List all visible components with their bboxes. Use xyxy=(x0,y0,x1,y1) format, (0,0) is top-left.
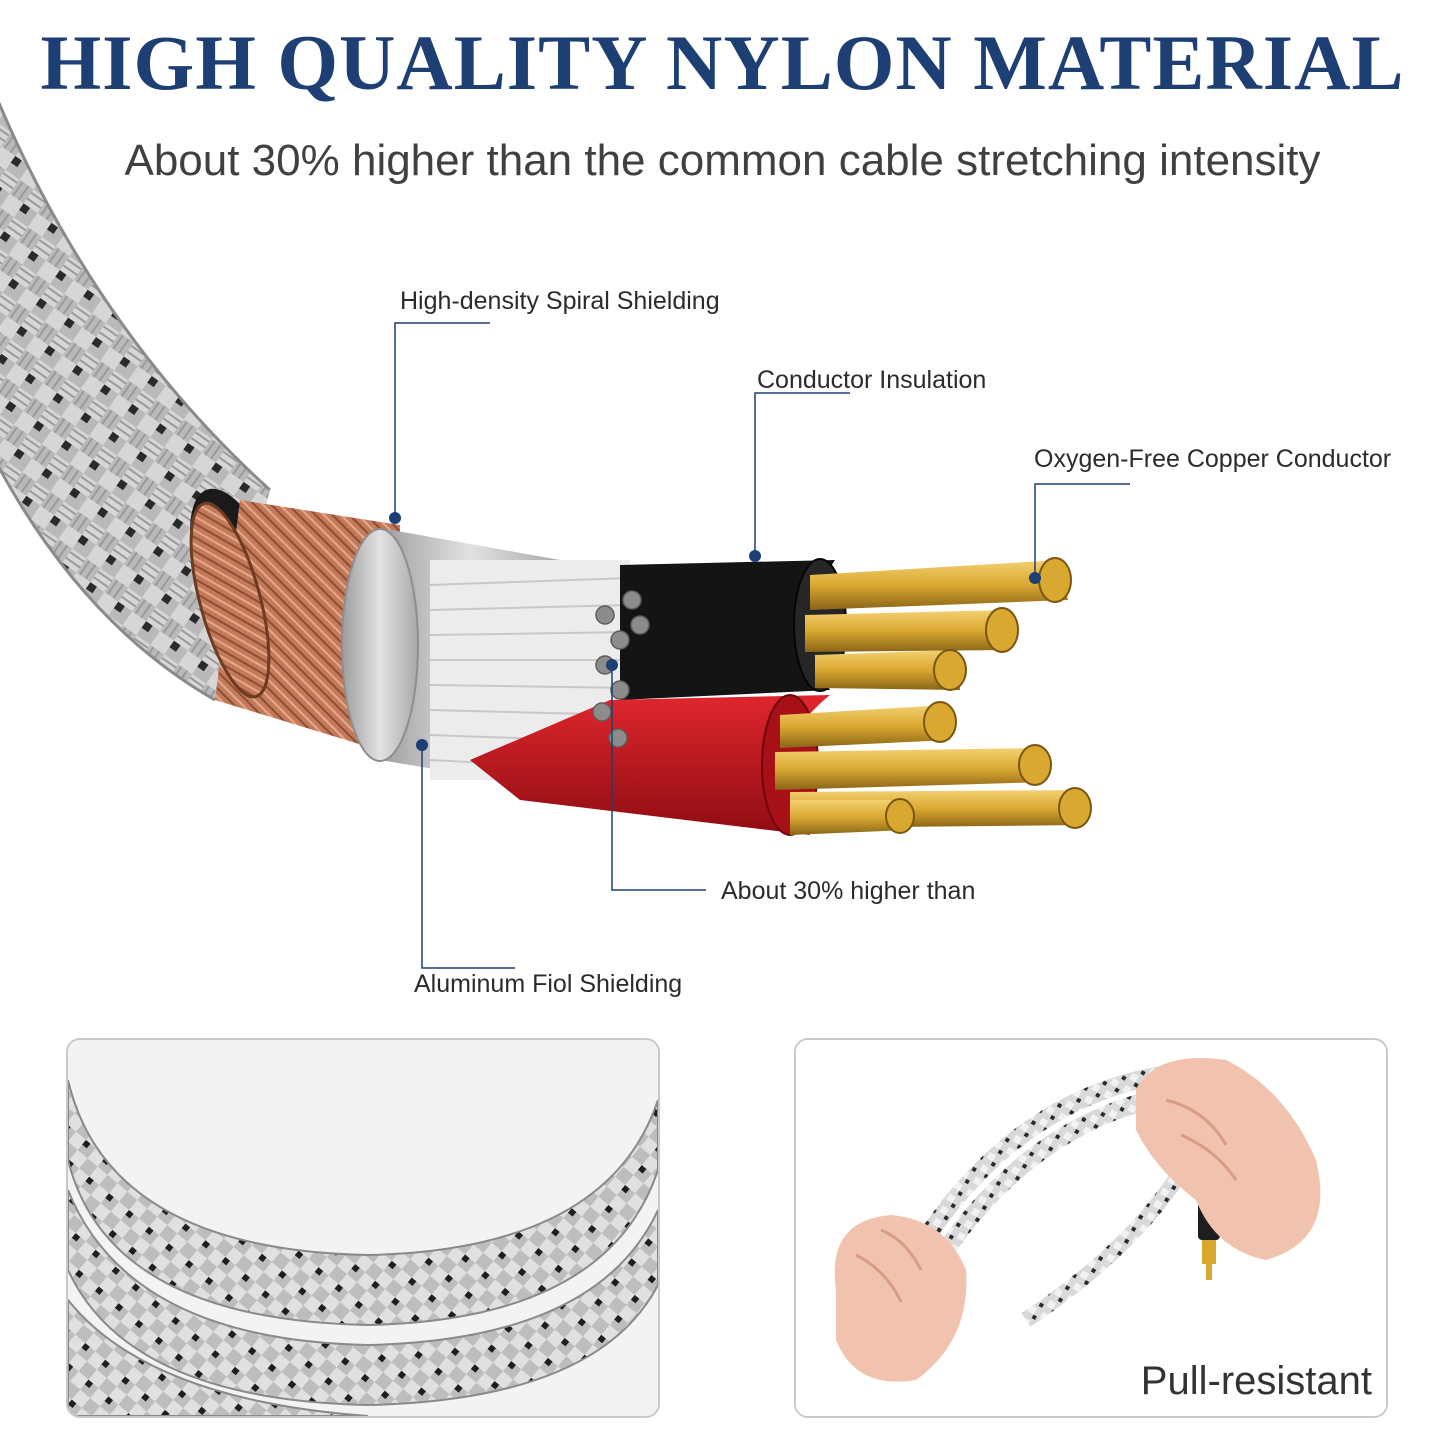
callout-dots xyxy=(389,512,1041,751)
callout-line-foil xyxy=(421,745,515,969)
callout-line-strength xyxy=(611,665,706,891)
label-copper-conductor: Oxygen-Free Copper Conductor xyxy=(1034,445,1392,473)
copper-conductor-bundle-bottom xyxy=(775,701,1092,835)
coiled-cable-photo-panel xyxy=(66,1038,660,1418)
black-insulation xyxy=(620,560,835,700)
label-foil-shielding: Aluminum Fiol Shielding xyxy=(414,970,683,998)
callout-line-spiral xyxy=(394,322,490,518)
coiled-cable-illustration xyxy=(68,1040,658,1416)
red-insulation xyxy=(470,695,830,835)
callout-lines xyxy=(394,322,1130,969)
cable-cross-section-diagram xyxy=(0,101,1130,969)
label-strength: About 30% higher than xyxy=(721,877,976,905)
page-title: HIGH QUALITY NYLON MATERIAL xyxy=(40,19,1405,106)
label-conductor-insulation: Conductor Insulation xyxy=(757,366,987,394)
pull-test-photo-panel: Pull-resistant xyxy=(794,1038,1388,1418)
callout-line-conductor xyxy=(1034,483,1130,578)
copper-conductor-bundle-top xyxy=(805,557,1072,691)
label-spiral-shielding: High-density Spiral Shielding xyxy=(400,287,720,315)
panel-caption-pull-resistant: Pull-resistant xyxy=(1140,1359,1372,1403)
page-subtitle: About 30% higher than the common cable s… xyxy=(124,136,1321,185)
callout-line-insulation xyxy=(754,392,850,556)
hands-pulling-cable-illustration xyxy=(796,1040,1386,1416)
